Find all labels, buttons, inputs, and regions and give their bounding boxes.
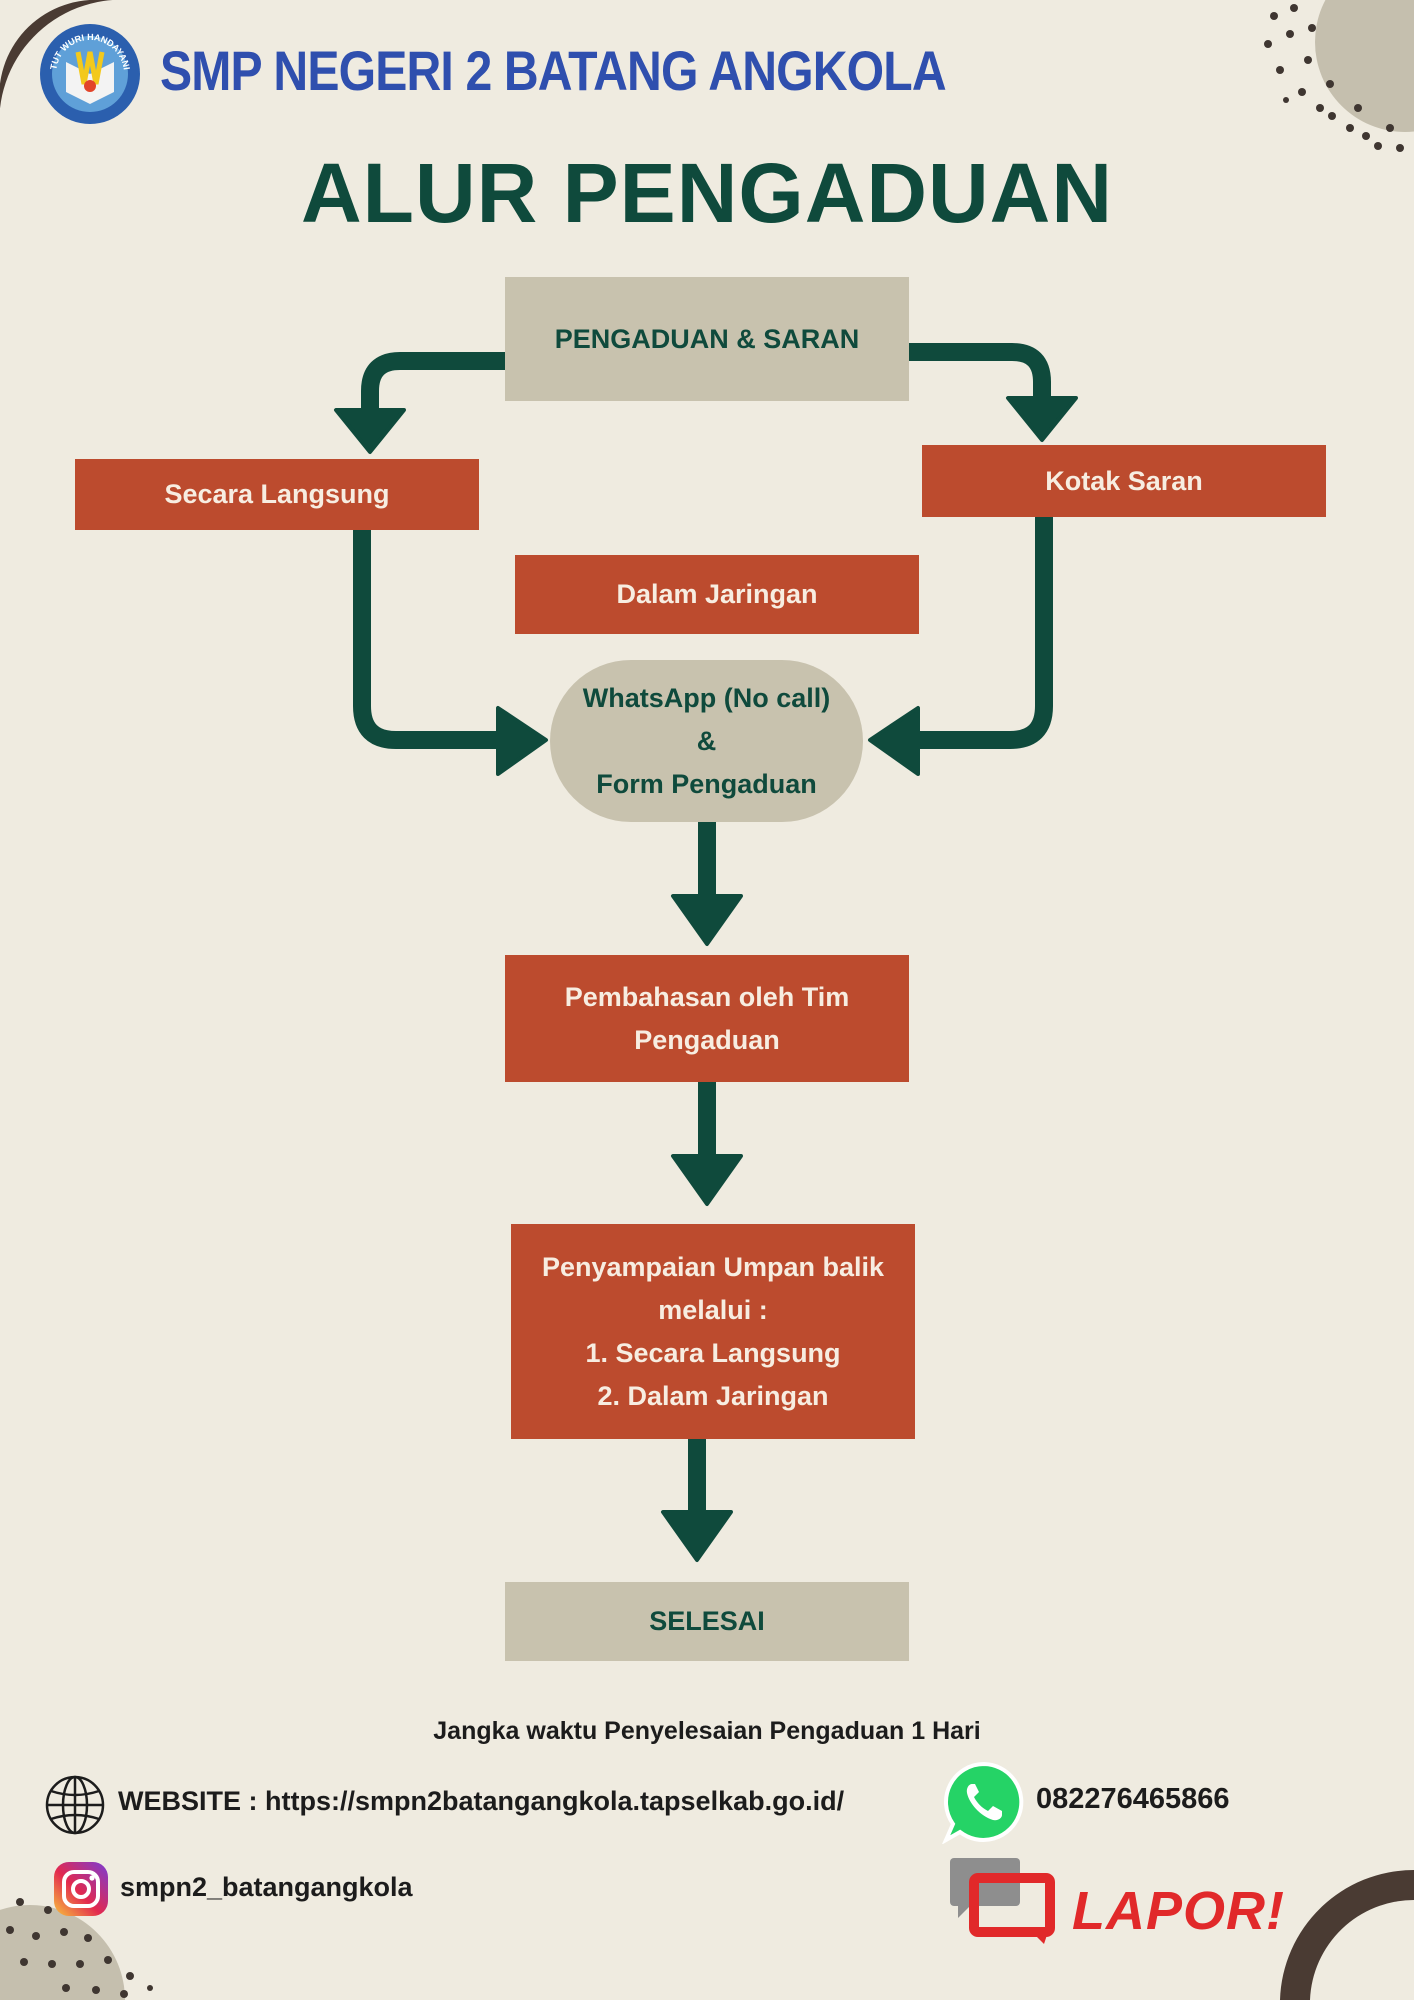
node-whatsapp-form: WhatsApp (No call) & Form Pengaduan [550,660,863,822]
node-secara-langsung-label: Secara Langsung [164,479,390,509]
bottom-left-decor [0,1898,153,2000]
page-title: ALUR PENGADUAN [301,146,1113,240]
globe-icon [44,1774,106,1836]
instagram-handle[interactable]: smpn2_batangangkola [120,1872,413,1902]
node-whatsapp-form-label: WhatsApp (No call) & Form Pengaduan [582,682,831,799]
node-selesai-label: SELESAI [649,1606,765,1636]
connector-langsung-to-whatsapp [353,528,500,749]
node-pembahasan-label: Pembahasan oleh Tim Pengaduan [564,981,850,1055]
completion-time-note: Jangka waktu Penyelesaian Pengaduan 1 Ha… [433,1717,981,1745]
node-penyampaian: Penyampaian Umpan balik melalui : 1. Sec… [511,1224,915,1439]
arrowhead-kotak-to-whatsapp [868,706,920,776]
node-pembahasan: Pembahasan oleh Tim Pengaduan [505,955,909,1082]
node-kotak-saran-label: Kotak Saran [1045,465,1203,496]
school-logo: TUT WURI HANDAYANI [38,22,142,126]
node-dalam-jaringan-label: Dalam Jaringan [616,579,818,609]
node-pengaduan-saran-label: PENGADUAN & SARAN [554,323,860,354]
top-right-decor [1264,0,1414,152]
arrowhead-to-penyampaian [671,1154,743,1206]
school-name: SMP NEGERI 2 BATANG ANGKOLA [160,39,947,102]
lapor-logo [944,1852,1064,1944]
node-pengaduan-saran: PENGADUAN & SARAN [505,277,909,401]
connector-to-kotak-saran [909,343,1051,400]
arrowhead-langsung-to-whatsapp [496,706,548,776]
arrowhead-to-pembahasan [671,894,743,946]
whatsapp-icon [941,1760,1026,1845]
node-selesai: SELESAI [505,1582,909,1661]
connector-to-secara-langsung [361,352,505,412]
bottom-right-decor [1280,1870,1414,2000]
lapor-label[interactable]: LAPOR! [1072,1881,1285,1941]
node-penyampaian-label: Penyampaian Umpan balik melalui : 1. Sec… [541,1251,885,1411]
website-link[interactable]: WEBSITE : https://smpn2batangangkola.tap… [118,1786,845,1816]
arrowhead-to-selesai [661,1510,733,1562]
instagram-icon [52,1860,110,1918]
node-secara-langsung: Secara Langsung [75,459,479,530]
whatsapp-number[interactable]: 082276465866 [1036,1783,1230,1815]
arrowhead-to-kotak-saran [1006,396,1078,442]
node-kotak-saran: Kotak Saran [922,445,1326,517]
top-left-decor [0,0,130,135]
connector-kotak-to-whatsapp [917,516,1053,749]
arrowhead-to-secara-langsung [334,408,406,454]
node-dalam-jaringan: Dalam Jaringan [515,555,919,634]
